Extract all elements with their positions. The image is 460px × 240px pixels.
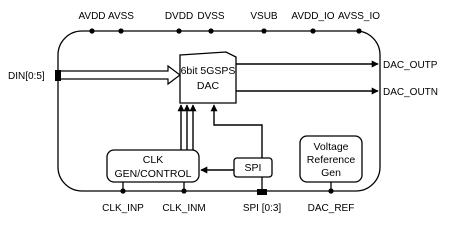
din-port-marker (55, 70, 61, 81)
din-bus-arrow (61, 64, 181, 86)
dac-block (179, 51, 237, 104)
clk-gen-control-block (106, 149, 200, 183)
pin-label-dvdd: DVDD (165, 11, 193, 22)
pin-dot-avdd-io (310, 28, 316, 34)
pin-dot-avss-io (356, 28, 362, 34)
pin-dot-clk-inm (181, 188, 187, 194)
vref-block-label-line2: Reference (307, 154, 356, 166)
spi-to-dac-wire (210, 104, 263, 158)
vref-block-label-line1: Voltage (313, 141, 348, 153)
top-pins: AVDD AVSS DVDD DVSS VSUB AVDD_IO AVSS_IO (78, 11, 380, 34)
pin-label-dvss: DVSS (197, 11, 225, 22)
dac-block-label-line1: 6bit 5GSPS (181, 65, 236, 77)
din-label: DIN[0:5] (8, 71, 45, 82)
spi-block (233, 157, 273, 178)
pin-label-avdd: AVDD (78, 11, 105, 22)
pin-dot-avdd (89, 28, 95, 34)
dac-outp-label: DAC_OUTP (383, 60, 438, 71)
pin-dot-clk-inp (120, 188, 126, 194)
pin-label-dac-ref: DAC_REF (308, 203, 355, 214)
pin-dot-dac-ref (328, 188, 334, 194)
vref-block-label-line3: Gen (321, 167, 341, 179)
spi-port-marker (257, 189, 267, 195)
dac-block-diagram: AVDD AVSS DVDD DVSS VSUB AVDD_IO AVSS_IO… (8, 11, 438, 214)
pin-dot-avss (118, 28, 124, 34)
pin-dot-dvdd (176, 28, 182, 34)
pin-label-clk-inm: CLK_INM (162, 203, 205, 214)
spi-block-label: SPI (245, 162, 262, 174)
pin-dot-dvss (208, 28, 214, 34)
dac-outn-label: DAC_OUTN (383, 87, 438, 98)
clk-block-label-line1: CLK (143, 154, 163, 166)
pin-label-avss: AVSS (108, 11, 134, 22)
pin-label-spi: SPI [0:3] (243, 203, 282, 214)
pin-dot-vsub (261, 28, 267, 34)
pin-label-clk-inp: CLK_INP (102, 203, 144, 214)
pin-label-avdd-io: AVDD_IO (291, 11, 334, 22)
pin-label-vsub: VSUB (250, 11, 278, 22)
dac-block-label-line2: DAC (197, 80, 220, 92)
pin-label-avss-io: AVSS_IO (338, 11, 380, 22)
chip-boundary (57, 30, 381, 192)
clk-block-label-line2: GEN/CONTROL (114, 168, 191, 180)
